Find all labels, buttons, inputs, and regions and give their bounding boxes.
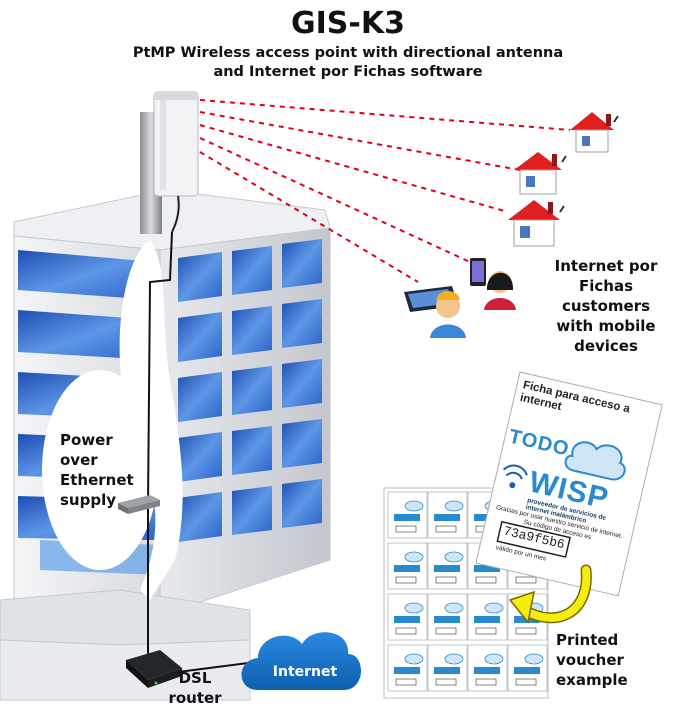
- voucher-thumbnail: [387, 644, 428, 692]
- directional-antenna-icon: [160, 100, 166, 190]
- house-icon: [570, 112, 619, 153]
- poe-injector-icon: [118, 495, 160, 514]
- dsl-router-label: DSL router: [168, 669, 222, 707]
- voucher-thumbnail: [427, 593, 468, 641]
- right-windows: [178, 239, 322, 542]
- router-internet-link: [177, 661, 257, 673]
- smartphone-icon: [470, 258, 486, 286]
- poe-supply-label: Power over Ethernet supply: [60, 431, 134, 509]
- wifi-signal-icon: [502, 464, 528, 489]
- customers-label: Internet por Fichas customers with mobil…: [554, 257, 658, 355]
- female-user-icon: [484, 271, 516, 310]
- voucher-brand-top: TODO: [506, 425, 572, 461]
- ethernet-cable: [147, 231, 173, 660]
- voucher-validity: válido por un mes: [495, 544, 547, 563]
- subtitle-line-2: and Internet por Fichas software: [213, 64, 483, 80]
- dsl-router-icon: [126, 650, 182, 688]
- voucher-thumbnail: [467, 644, 508, 692]
- voucher-thumbnail: [427, 644, 468, 692]
- printed-voucher-label: Printed voucher example: [556, 631, 628, 689]
- subtitle-line-1: PtMP Wireless access point with directio…: [132, 45, 564, 61]
- house-icon: [508, 200, 565, 247]
- voucher-thumbnail: [427, 542, 468, 590]
- voucher-thumbnail: [387, 542, 428, 590]
- pointer-arrow: [508, 564, 592, 624]
- voucher-thumbnail: [387, 593, 428, 641]
- male-user-icon: [430, 291, 466, 338]
- voucher-thumbnail: [467, 593, 508, 641]
- voucher-thumbnail: [427, 491, 468, 539]
- house-icon: [514, 152, 567, 195]
- wireless-links: [199, 99, 571, 283]
- diagram-subtitle: PtMP Wireless access point with directio…: [120, 44, 576, 82]
- voucher-thumbnail: [387, 491, 428, 539]
- voucher-thumbnail: [507, 644, 548, 692]
- diagram-title: GIS-K3: [291, 6, 405, 41]
- voucher-card: [475, 371, 663, 597]
- internet-cloud-icon: [241, 632, 362, 690]
- internet-label: Internet: [272, 664, 338, 680]
- office-building: [0, 189, 331, 701]
